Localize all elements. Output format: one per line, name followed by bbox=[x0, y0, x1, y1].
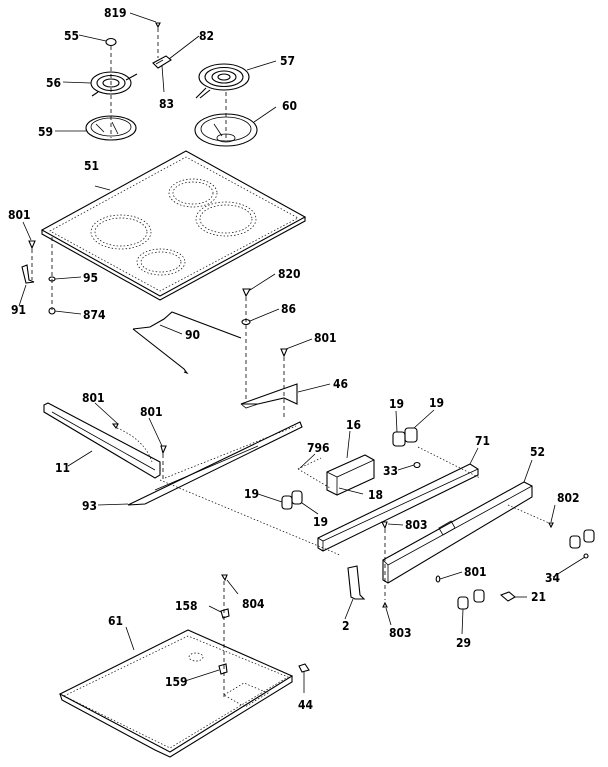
part-knob-right-b bbox=[583, 529, 595, 543]
callout-801-panel: 801 bbox=[464, 565, 487, 579]
callout-2: 2 bbox=[342, 619, 350, 633]
part-19-knob-top-b bbox=[404, 427, 418, 443]
part-56-small-surface-unit bbox=[90, 71, 138, 97]
callout-11: 11 bbox=[55, 461, 70, 475]
callout-801-trim-a: 801 bbox=[82, 391, 105, 405]
callout-19-left-a: 19 bbox=[244, 487, 259, 501]
callout-159: 159 bbox=[165, 675, 188, 689]
callout-158: 158 bbox=[175, 599, 198, 613]
callout-801-trim-b: 801 bbox=[140, 405, 163, 419]
part-819-screw bbox=[155, 22, 161, 29]
part-29-knob-b bbox=[473, 589, 485, 603]
callout-801-bracket: 801 bbox=[314, 331, 337, 345]
part-803-screw-bottom bbox=[382, 601, 388, 608]
part-19-knob-top-a bbox=[392, 431, 406, 447]
part-46-bracket bbox=[240, 383, 298, 409]
callout-86: 86 bbox=[281, 302, 296, 316]
callout-796: 796 bbox=[307, 441, 330, 455]
part-33-knob-insert bbox=[413, 461, 421, 469]
part-21-knob-skirt bbox=[499, 591, 516, 602]
callout-52: 52 bbox=[530, 445, 545, 459]
part-knob-right-a bbox=[569, 535, 581, 549]
callout-803-top: 803 bbox=[405, 518, 428, 532]
callout-57: 57 bbox=[280, 54, 295, 68]
part-52-control-panel bbox=[382, 481, 533, 584]
part-34-spring bbox=[583, 553, 589, 559]
leader-lines bbox=[18, 12, 586, 693]
callout-51: 51 bbox=[84, 159, 99, 173]
callout-82: 82 bbox=[199, 29, 214, 43]
part-29-knob-a bbox=[457, 596, 469, 610]
part-90-rod bbox=[132, 311, 242, 375]
part-158-clip bbox=[220, 608, 230, 619]
callout-83: 83 bbox=[159, 97, 174, 111]
part-55-cap bbox=[105, 37, 117, 47]
part-820-screw bbox=[242, 288, 251, 298]
callout-91: 91 bbox=[11, 303, 26, 317]
part-19-knob-left-b bbox=[291, 490, 303, 505]
callout-46: 46 bbox=[333, 377, 348, 391]
part-801-screw-left bbox=[28, 240, 36, 250]
part-159-clip bbox=[218, 663, 228, 675]
part-51-cooktop bbox=[40, 150, 307, 301]
callout-34: 34 bbox=[545, 571, 561, 585]
part-801-screw-panel bbox=[435, 575, 441, 583]
part-803-screw-top bbox=[381, 521, 388, 530]
part-59-small-drip-pan bbox=[85, 115, 137, 141]
part-2-bracket bbox=[347, 565, 366, 600]
callout-21: 21 bbox=[531, 590, 546, 604]
callout-33: 33 bbox=[383, 464, 398, 478]
callout-19-top-a: 19 bbox=[389, 397, 404, 411]
callout-60: 60 bbox=[282, 99, 297, 113]
callout-93: 93 bbox=[82, 499, 97, 513]
part-801-screw-trim-b bbox=[160, 445, 167, 455]
callout-55: 55 bbox=[64, 29, 79, 43]
callout-90: 90 bbox=[185, 328, 200, 342]
callout-801-left: 801 bbox=[8, 208, 31, 222]
callout-19-left-b: 19 bbox=[313, 515, 328, 529]
part-91-clip bbox=[21, 264, 35, 284]
callout-56: 56 bbox=[46, 76, 61, 90]
callout-802: 802 bbox=[557, 491, 580, 505]
callout-71: 71 bbox=[475, 434, 490, 448]
part-82-terminal-block bbox=[152, 55, 172, 69]
part-93-rail bbox=[127, 421, 303, 506]
part-11-trim bbox=[43, 402, 161, 479]
part-86-washer bbox=[241, 318, 251, 326]
callout-95: 95 bbox=[83, 271, 98, 285]
callout-61: 61 bbox=[108, 614, 123, 628]
callout-803-bottom: 803 bbox=[389, 626, 412, 640]
callout-19-top-b: 19 bbox=[429, 396, 444, 410]
callout-18: 18 bbox=[368, 488, 383, 502]
part-60-large-drip-pan bbox=[194, 113, 258, 147]
callout-59: 59 bbox=[38, 125, 53, 139]
callout-29: 29 bbox=[456, 636, 471, 650]
callout-44: 44 bbox=[298, 698, 314, 712]
part-19-knob-left-a bbox=[281, 495, 293, 510]
callout-874: 874 bbox=[83, 308, 106, 322]
callout-820: 820 bbox=[278, 267, 301, 281]
part-804-screw bbox=[221, 574, 228, 582]
part-57-large-surface-unit bbox=[195, 63, 250, 99]
part-44-clip bbox=[298, 663, 310, 673]
callout-819: 819 bbox=[104, 6, 127, 20]
part-802-screw bbox=[548, 522, 554, 529]
part-801-screw-bracket bbox=[280, 348, 288, 358]
callout-804: 804 bbox=[242, 597, 265, 611]
part-61-bottom-panel bbox=[58, 629, 294, 758]
part-16-infinite-switch bbox=[326, 454, 375, 496]
callout-16: 16 bbox=[346, 418, 361, 432]
part-801-screw-trim-a bbox=[111, 423, 119, 430]
